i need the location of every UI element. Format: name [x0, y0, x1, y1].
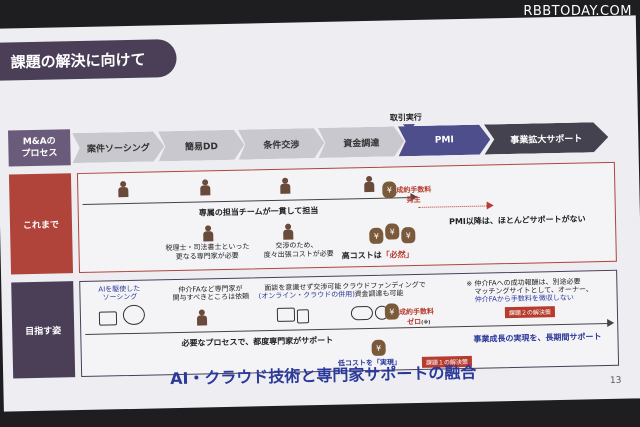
pmi-text: PMI以降は、ほとんどサポートがない: [448, 214, 586, 227]
page-number: 13: [609, 375, 622, 386]
stage-business-expansion: 事業拡大サポート: [484, 122, 609, 155]
high-cost-emphasis: 「必然」: [381, 250, 414, 260]
fa-text-2: 関与すべきところは依頼: [172, 292, 250, 303]
traveler-icon: [283, 224, 293, 240]
team-line-text: 専属の担当チームが一貫して担当: [198, 206, 319, 218]
high-cost-text: 高コストは「必然」: [342, 249, 414, 262]
stage-negotiation: 条件交渉: [238, 128, 325, 160]
stage-sourcing: 案件ソーシング: [72, 131, 165, 163]
online-text-2: (オンライン・クラウドの併用): [258, 290, 356, 301]
row-label-target: 目指す姿: [11, 281, 76, 379]
fee-zero-note: (※): [421, 319, 431, 326]
person-icon: [364, 176, 374, 192]
laptop-icon: [98, 311, 118, 326]
ai-brain-icon: [122, 304, 146, 326]
fee-zero-2: ゼロ(※): [407, 317, 431, 327]
money-bag-icon: ¥: [401, 227, 416, 244]
money-bag-icon: ¥: [384, 303, 400, 320]
smartphone-icon: [296, 309, 310, 324]
person-icon: [280, 178, 290, 194]
support-line-text: 必要なプロセスで、都度専門家がサポート: [181, 335, 334, 348]
high-cost-prefix: 高コストは: [341, 250, 382, 261]
process-label: M&Aの プロセス: [8, 129, 71, 167]
money-bag-icon: ¥: [385, 223, 400, 240]
money-bag-icon: ¥: [371, 339, 386, 356]
team-arrow-line: [82, 197, 413, 205]
travel-text-2: 度々出張コストが必要: [263, 249, 334, 260]
transaction-marker-label: 取引実行: [389, 112, 422, 123]
row-current: 専属の担当チームが一貫して担当 成約手数料 発生 ¥ PMI以降は、ほとんどサポ…: [76, 161, 617, 274]
stage-financing: 資金調達: [318, 126, 405, 158]
advisor-icon: [197, 309, 207, 325]
process-label-line-2: プロセス: [21, 148, 58, 160]
site-watermark: RBBTODAY.COM: [523, 4, 632, 19]
person-icon: [200, 179, 210, 195]
growth-text: 事業成長の実現を、長期間サポート: [473, 332, 602, 344]
fee-text-1: 成約手数料: [396, 185, 432, 195]
slide-title: 課題の解決に向けて: [0, 38, 177, 82]
pc-icon: [276, 307, 296, 322]
process-label-line-1: M&Aの: [22, 136, 56, 148]
fee-zero-value: ゼロ: [407, 317, 422, 327]
person-icon: [118, 181, 128, 197]
transaction-marker-arrow-icon: [402, 123, 416, 133]
money-bag-icon: ¥: [382, 181, 397, 198]
money-bag-icon: ¥: [369, 227, 384, 244]
presentation-slide: 課題の解決に向けて M&Aの プロセス 案件ソーシング 簡易DD 条件交渉 資金…: [0, 15, 640, 412]
expert-text-2: 更なる専門家が必要: [175, 251, 239, 262]
expert-person-icon: [203, 225, 213, 241]
row-label-current: これまで: [8, 173, 74, 275]
support-arrowhead-icon: [607, 318, 615, 328]
solution-badge-2: 課題２の解決策: [504, 306, 556, 319]
stage-simple-dd: 簡易DD: [158, 130, 245, 162]
fee-text-2: 発生: [406, 195, 421, 205]
pmi-arrowhead-icon: [486, 201, 494, 210]
pmi-dotted-line: [418, 205, 489, 208]
crowd-text-2: 資金調達も可能: [354, 289, 404, 299]
note-line-3: 仲介FAから手数料を徴収しない: [474, 293, 574, 304]
cloud-icon: [350, 305, 374, 321]
ai-text-2: ソーシング: [102, 292, 138, 302]
